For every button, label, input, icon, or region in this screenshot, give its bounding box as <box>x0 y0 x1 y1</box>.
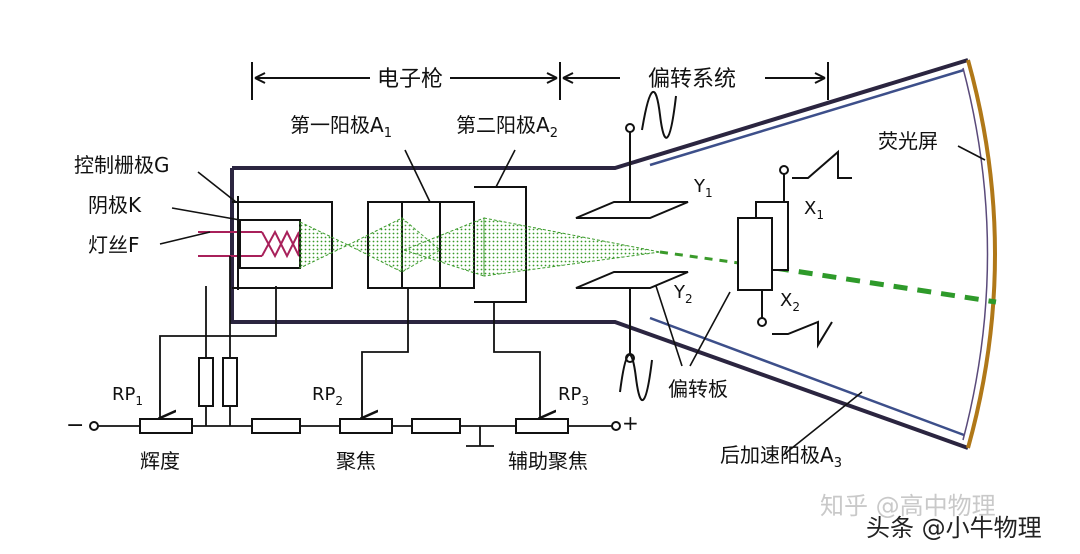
label-x1: X1 <box>804 198 824 222</box>
x-plates <box>737 170 789 320</box>
y1-waveform-icon <box>641 91 677 139</box>
label-filament: 灯丝F <box>88 233 140 257</box>
x2-sawtooth-icon <box>772 320 833 349</box>
label-rp3: RP3 <box>558 384 589 408</box>
label-cathode: 阴极K <box>88 193 142 217</box>
electron-beam <box>299 216 997 305</box>
label-post-anode: 后加速阳极A3 <box>720 443 842 471</box>
rp2-resistor <box>339 418 393 434</box>
tube-inner-coating <box>649 68 965 437</box>
label-focus: 聚焦 <box>336 449 376 473</box>
y-plates <box>575 128 689 356</box>
rp-arrows <box>160 400 540 418</box>
resistor-r1 <box>251 418 301 434</box>
rp3-resistor <box>515 418 569 434</box>
label-y1: Y1 <box>693 176 713 200</box>
resistor-r2 <box>411 418 461 434</box>
resistor-vertical-1 <box>198 357 214 407</box>
label-anode-1: 第一阳极A1 <box>290 113 392 141</box>
positive-terminal <box>611 421 621 431</box>
label-rp2: RP2 <box>312 384 343 408</box>
label-control-grid: 控制栅极G <box>74 153 170 177</box>
label-aux-focus: 辅助聚焦 <box>508 449 588 473</box>
label-y2: Y2 <box>673 282 693 306</box>
label-anode-2: 第二阳极A2 <box>456 113 558 141</box>
label-x2: X2 <box>780 290 800 314</box>
negative-terminal <box>89 421 99 431</box>
fluorescent-screen <box>966 59 997 449</box>
label-screen: 荧光屏 <box>878 129 938 153</box>
label-deflection-plates: 偏转板 <box>668 377 728 401</box>
label-rp1: RP1 <box>112 384 143 408</box>
rp1-resistor <box>139 418 193 434</box>
section-brackets <box>251 62 829 100</box>
resistor-vertical-2 <box>222 357 238 407</box>
watermark-primary: 知乎 @高中物理 <box>820 492 996 520</box>
watermark-secondary: 头条 @小牛物理 <box>866 514 1042 542</box>
cathode <box>239 219 301 269</box>
leader-lines <box>159 145 986 457</box>
label-minus: − <box>66 413 84 438</box>
y2-waveform-icon <box>619 354 653 401</box>
filament <box>198 229 300 259</box>
label-brightness: 辉度 <box>140 449 180 473</box>
tube-outline <box>230 58 969 450</box>
screen-inner-edge <box>962 67 989 441</box>
section-label-gun: 电子枪 <box>377 67 443 92</box>
section-label-deflection: 偏转系统 <box>648 67 736 92</box>
circuit-wires <box>98 256 612 447</box>
label-plus: + <box>622 411 639 435</box>
x1-sawtooth-icon <box>792 149 852 179</box>
resistors <box>139 357 569 434</box>
